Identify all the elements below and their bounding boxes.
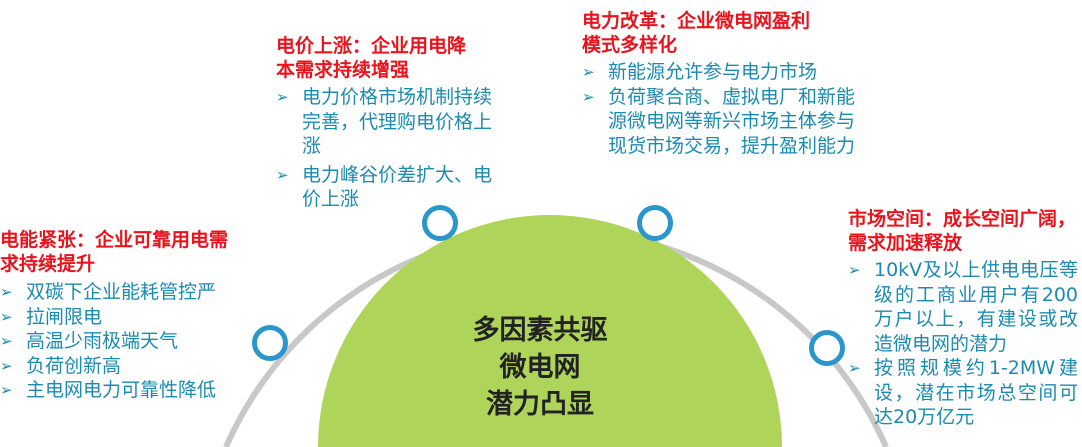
- list-item-text: 新能源允许参与电力市场: [608, 61, 818, 83]
- chevron-right-icon: ➢: [0, 356, 13, 375]
- list-item-text: 负荷聚合商、虚拟电厂和新能源微电网等新兴市场主体参与现货市场交易，提升盈利能力: [608, 85, 856, 157]
- block-title: 电力改革：企业微电网盈利 模式多样化: [582, 9, 857, 57]
- block-title-line: 需求加速释放: [848, 232, 963, 254]
- list-item: ➢ 高温少雨极端天气: [0, 329, 285, 354]
- list-item: ➢ 按照规模约1-2MW建设，潜在市场总空间可达20万亿元: [848, 356, 1078, 430]
- node-market-space: [809, 330, 845, 366]
- block-title-line: 电价上涨：企业用电降: [276, 35, 467, 57]
- block-item-list: ➢ 10kV及以上供电电压等级的工商业用户有200万户以上，有建设或改造微电网的潜…: [848, 258, 1082, 430]
- block-title: 电能紧张：企业可靠用电需 求持续提升: [0, 228, 285, 276]
- chevron-right-icon: ➢: [0, 332, 13, 350]
- list-item: ➢ 主电网电力可靠性降低: [0, 378, 285, 403]
- block-market-space: 市场空间：成长空间广阔， 需求加速释放 ➢ 10kV及以上供电电压等级的工商业用户…: [848, 207, 1082, 430]
- block-title-line: 市场空间：成长空间广阔，: [848, 208, 1077, 230]
- chevron-right-icon: ➢: [582, 63, 595, 81]
- list-item-text: 高温少雨极端天气: [26, 330, 179, 352]
- block-energy-shortage: 电能紧张：企业可靠用电需 求持续提升 ➢ 双碳下企业能耗管控严 ➢ 拉闸限电 ➢ 高温…: [0, 228, 285, 403]
- block-item-list: ➢ 新能源允许参与电力市场 ➢ 负荷聚合商、虚拟电厂和新能源微电网等新兴市场主体参与…: [582, 60, 857, 158]
- block-price-rise: 电价上涨：企业用电降 本需求持续增强 ➢ 电力价格市场机制持续完善，代理购电价格上…: [276, 34, 516, 212]
- list-item: ➢ 新能源允许参与电力市场: [582, 60, 857, 85]
- list-item: ➢ 电力峰谷价差扩大、电价上涨: [276, 163, 507, 212]
- list-item: ➢ 负荷创新高: [0, 354, 285, 379]
- center-line: 微电网: [499, 352, 581, 383]
- list-item-text: 拉闸限电: [26, 305, 103, 328]
- chevron-right-icon: ➢: [582, 87, 595, 106]
- list-item: ➢ 负荷聚合商、虚拟电厂和新能源微电网等新兴市场主体参与现货市场交易，提升盈利能力: [582, 85, 858, 159]
- list-item-text: 主电网电力可靠性降低: [26, 379, 217, 401]
- chevron-right-icon: ➢: [848, 359, 861, 377]
- block-title-line: 电能紧张：企业可靠用电需: [0, 229, 229, 251]
- chevron-right-icon: ➢: [848, 261, 861, 279]
- block-title-line: 求持续提升: [0, 253, 96, 275]
- block-item-list: ➢ 电力价格市场机制持续完善，代理购电价格上涨 ➢ 电力峰谷价差扩大、电价上涨: [276, 85, 516, 212]
- center-line: 潜力凸显: [486, 389, 594, 420]
- block-power-reform: 电力改革：企业微电网盈利 模式多样化 ➢ 新能源允许参与电力市场 ➢ 负荷聚合商、虚…: [582, 9, 857, 158]
- chevron-right-icon: ➢: [276, 165, 289, 184]
- list-item-text: 电力峰谷价差扩大、电价上涨: [302, 163, 493, 211]
- list-item: ➢ 10kV及以上供电电压等级的工商业用户有200万户以上，有建设或改造微电网的潜…: [848, 258, 1078, 356]
- list-item: ➢ 双碳下企业能耗管控严: [0, 280, 285, 305]
- chevron-right-icon: ➢: [276, 88, 289, 106]
- center-line: 多因素共驱: [472, 315, 608, 346]
- list-item: ➢ 电力价格市场机制持续完善，代理购电价格上涨: [276, 85, 507, 159]
- list-item-text: 负荷创新高: [26, 354, 122, 377]
- list-item-text: 按照规模约1-2MW建设，潜在市场总空间可达20万亿元: [874, 357, 1078, 428]
- node-power-reform: [637, 205, 673, 241]
- block-title-line: 电力改革：企业微电网盈利: [582, 10, 811, 32]
- node-energy-shortage: [252, 325, 288, 361]
- block-title-line: 本需求持续增强: [276, 59, 410, 81]
- list-item: ➢ 拉闸限电: [0, 305, 285, 330]
- list-item-text: 电力价格市场机制持续完善，代理购电价格上涨: [302, 86, 493, 157]
- chevron-right-icon: ➢: [0, 381, 13, 399]
- list-item-text: 10kV及以上供电电压等级的工商业用户有200万户以上，有建设或改造微电网的潜力: [874, 259, 1078, 355]
- block-item-list: ➢ 双碳下企业能耗管控严 ➢ 拉闸限电 ➢ 高温少雨极端天气 ➢ 负荷创新高 ➢ 主电网电…: [0, 280, 285, 403]
- node-price-rise: [422, 205, 458, 241]
- center-label: 多因素共驱 微电网 潜力凸显: [440, 312, 640, 423]
- chevron-right-icon: ➢: [0, 283, 13, 301]
- block-title: 电价上涨：企业用电降 本需求持续增强: [276, 34, 516, 82]
- chevron-right-icon: ➢: [0, 307, 13, 326]
- block-title-line: 模式多样化: [582, 34, 678, 56]
- center-green-dome: [318, 215, 782, 447]
- block-title: 市场空间：成长空间广阔， 需求加速释放: [848, 207, 1082, 255]
- list-item-text: 双碳下企业能耗管控严: [26, 281, 217, 303]
